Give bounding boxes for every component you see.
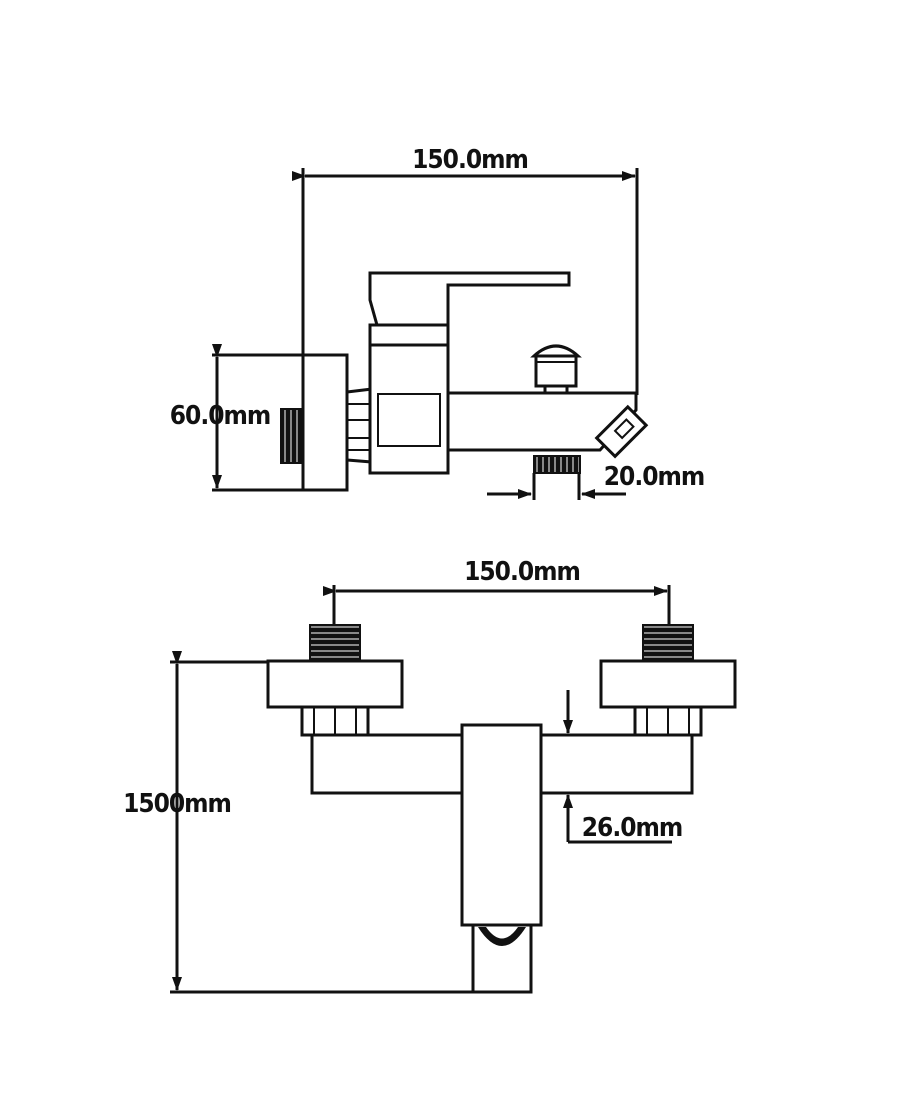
- body-depth-label: 26.0mm: [582, 813, 682, 843]
- mixer-window: [377, 393, 441, 447]
- diverter-knob: [530, 344, 582, 395]
- bottom-width-label: 150.0mm: [464, 557, 580, 587]
- spout-width-label: 20.0mm: [604, 462, 704, 492]
- right-inlet: [599, 624, 737, 737]
- total-height-dimension: 1500mm: [123, 651, 531, 994]
- side-thread: [280, 408, 304, 464]
- top-width-label: 150.0mm: [412, 145, 528, 175]
- top-width-dimension: 150.0mm: [292, 145, 639, 395]
- side-height-dimension: 60.0mm: [170, 344, 303, 492]
- front-view: 150.0mm: [123, 557, 737, 994]
- bottom-width-dimension: 150.0mm: [323, 557, 671, 626]
- spout-width-dimension: 20.0mm: [487, 462, 705, 499]
- side-height-label: 60.0mm: [170, 401, 270, 431]
- front-spout: [471, 923, 533, 994]
- wall-flange: [301, 353, 349, 492]
- side-view: 150.0mm 60.0mm: [170, 145, 705, 500]
- spout-tip: [594, 404, 649, 459]
- cartridge-collar: [368, 323, 450, 347]
- total-height-label: 1500mm: [123, 789, 231, 819]
- mixer-body: [368, 343, 450, 475]
- left-inlet: [266, 624, 404, 737]
- body-depth-dimension: 26.0mm: [563, 690, 683, 844]
- bottom-outlet: [532, 455, 581, 500]
- vertical-body: [460, 723, 543, 927]
